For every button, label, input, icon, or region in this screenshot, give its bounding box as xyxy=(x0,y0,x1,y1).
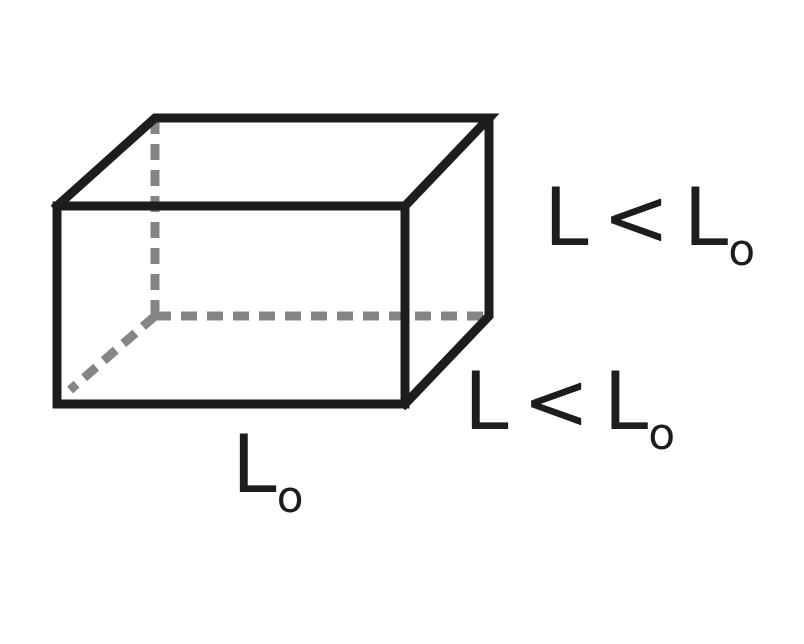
height-relation-subscript: o xyxy=(728,225,755,276)
depth-relation-rhs: L xyxy=(604,355,649,448)
depth-relation-subscript: o xyxy=(648,409,675,460)
depth-relation-label: L<Lo xyxy=(464,355,675,460)
height-relation-rhs: L xyxy=(684,171,729,264)
visible-edges xyxy=(50,113,500,411)
base-length-subscript: o xyxy=(277,472,304,523)
depth-relation-lhs: L xyxy=(464,355,509,448)
front-face xyxy=(52,201,410,409)
depth-relation-operator: < xyxy=(523,355,590,448)
hidden-edges xyxy=(67,118,494,394)
top-face-edges xyxy=(50,113,500,213)
height-relation-lhs: L xyxy=(544,171,589,264)
height-relation-label: L<Lo xyxy=(544,171,755,276)
height-relation-operator: < xyxy=(603,171,670,264)
hidden-edge-back-depth xyxy=(67,312,158,394)
base-length-main: L xyxy=(232,418,277,511)
base-length-label: Lo xyxy=(232,418,304,523)
right-face-edges xyxy=(398,113,494,411)
